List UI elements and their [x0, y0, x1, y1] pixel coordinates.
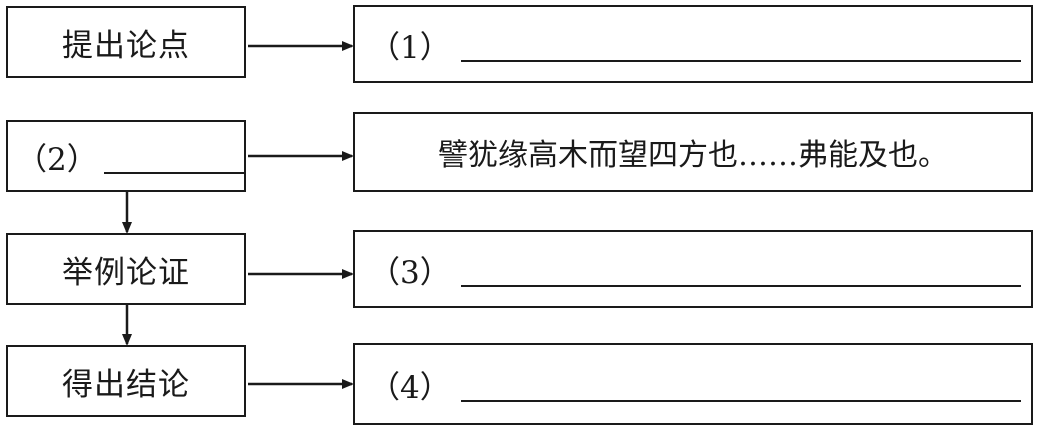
blank-label-2: （2）	[16, 141, 98, 178]
answer-line-2[interactable]	[103, 172, 244, 174]
blank-row-4: （4）	[355, 345, 1031, 423]
blank-row-2: （2）	[8, 122, 244, 190]
answer-line-1[interactable]	[460, 60, 1021, 62]
label-propose-argument: 提出论点	[62, 27, 190, 64]
label-conclusion: 得出结论	[62, 366, 190, 403]
box-blank-1: （1）	[353, 5, 1033, 83]
box-blank-2: （2）	[6, 120, 246, 192]
blank-label-1: （1）	[369, 29, 451, 66]
blank-label-4: （4）	[369, 369, 451, 406]
blank-row-1: （1）	[355, 7, 1031, 81]
box-propose-argument: 提出论点	[6, 6, 246, 78]
blank-label-3: （3）	[369, 254, 451, 291]
label-example-argument: 举例论证	[62, 254, 190, 291]
box-example-argument: 举例论证	[6, 233, 246, 305]
quote-text: 譬犹缘高木而望四方也……弗能及也。	[438, 138, 948, 173]
blank-row-3: （3）	[355, 232, 1031, 306]
box-blank-4: （4）	[353, 343, 1033, 425]
answer-line-3[interactable]	[460, 285, 1021, 287]
box-conclusion: 得出结论	[6, 345, 246, 417]
box-blank-3: （3）	[353, 230, 1033, 308]
box-quote: 譬犹缘高木而望四方也……弗能及也。	[353, 112, 1033, 192]
answer-line-4[interactable]	[460, 400, 1021, 402]
